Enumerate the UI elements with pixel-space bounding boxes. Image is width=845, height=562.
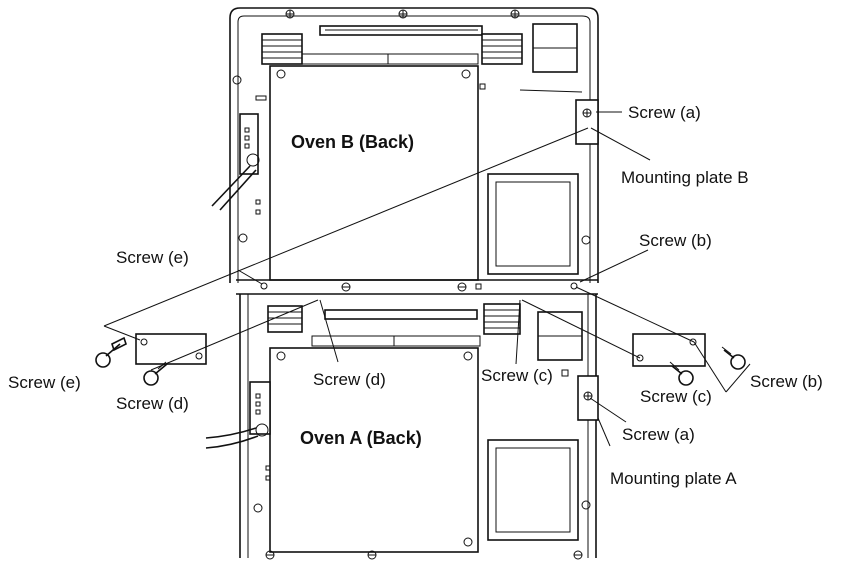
label-screw-c-center: Screw (c) [481, 366, 553, 385]
label-screw-e-bottom: Screw (e) [8, 373, 81, 392]
oven-a-title: Oven A (Back) [300, 428, 422, 448]
oven-a-connector [324, 309, 478, 320]
oven-a-right-panel [487, 439, 579, 541]
screw-d-loose-icon [143, 361, 168, 386]
label-screw-c-right: Screw (c) [640, 387, 712, 406]
label-screw-b-right: Screw (b) [750, 372, 823, 391]
oven-a-side-bracket [249, 381, 271, 435]
oven-b-vent-right [481, 33, 523, 65]
oven-b-title: Oven B (Back) [291, 132, 414, 152]
oven-divider [236, 279, 598, 295]
oven-b-vent-left [261, 33, 303, 65]
screw-e-loose-icon [95, 336, 127, 368]
label-screw-b-top: Screw (b) [639, 231, 712, 250]
label-screw-e-top: Screw (e) [116, 248, 189, 267]
label-mounting-plate-b: Mounting plate B [621, 168, 749, 187]
screw-b-loose-icon [721, 346, 746, 370]
oven-a-bottom-screws [265, 550, 583, 560]
mounting-plate-a [577, 375, 599, 421]
label-mounting-plate-a: Mounting plate A [610, 469, 737, 488]
oven-b-top-screws [285, 9, 520, 19]
oven-a-main-panel [269, 347, 479, 553]
label-screw-a-bottom: Screw (a) [622, 425, 695, 444]
oven-a-unit [205, 294, 599, 560]
fixing-plate-left [135, 333, 207, 365]
fixing-plate-right [632, 333, 706, 367]
label-screw-d-left: Screw (d) [116, 394, 189, 413]
oven-b-right-panel [487, 173, 579, 275]
leader-lines [103, 111, 751, 447]
label-screw-d-center: Screw (d) [313, 370, 386, 389]
oven-b-main-panel [269, 65, 479, 281]
oven-a-vent-right [483, 303, 521, 335]
mounting-plate-b [575, 99, 599, 145]
label-screw-a-top: Screw (a) [628, 103, 701, 122]
screw-c-loose-icon [669, 361, 694, 386]
